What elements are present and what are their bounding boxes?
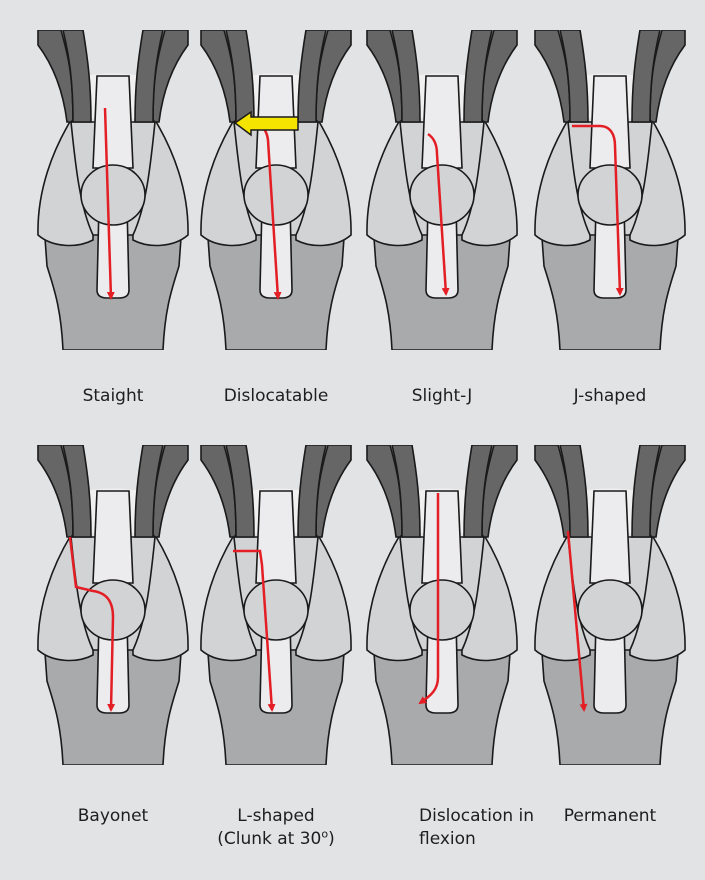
knee-anatomy [367, 30, 517, 350]
patella [578, 580, 642, 640]
knee-anatomy [201, 445, 351, 765]
panel-bayonet [33, 445, 193, 765]
caption-j-shaped: J-shaped [530, 385, 690, 408]
caption-dislocatable: Dislocatable [196, 385, 356, 408]
knee-diagram-straight [33, 30, 193, 350]
caption-slight-j: Slight-J [362, 385, 522, 408]
caption-l-shaped: L-shaped (Clunk at 30o) [196, 805, 356, 851]
panel-dislocatable [196, 30, 356, 350]
patella [244, 580, 308, 640]
caption-bayonet: Bayonet [33, 805, 193, 828]
label-dislocation-line-2: flexion [419, 828, 542, 851]
caption-straight: Staight [33, 385, 193, 408]
label-permanent: Permanent [530, 805, 690, 828]
knee-diagram-dislocatable [196, 30, 356, 350]
label-straight: Staight [33, 385, 193, 408]
panel-j-shaped [530, 30, 690, 350]
label-bayonet: Bayonet [33, 805, 193, 828]
patella [410, 580, 474, 640]
label-l-shaped-line-1: L-shaped [196, 805, 356, 828]
patella [578, 165, 642, 225]
knee-diagram-l-shaped [196, 445, 356, 765]
caption-permanent: Permanent [530, 805, 690, 828]
patellar-groove [590, 76, 630, 168]
patellar-groove [422, 491, 462, 583]
knee-diagram-permanent [530, 445, 690, 765]
patellar-groove [93, 491, 133, 583]
label-dislocation-line-1: Dislocation in [419, 805, 542, 828]
panel-permanent [530, 445, 690, 765]
patellar-groove [422, 76, 462, 168]
label-l-shaped-line-2: (Clunk at 30o) [196, 828, 356, 851]
panel-slight-j [362, 30, 522, 350]
knee-anatomy [367, 445, 517, 765]
patella [81, 165, 145, 225]
knee-anatomy [201, 30, 351, 350]
panel-straight [33, 30, 193, 350]
knee-diagram-dislocation-in-flexion [362, 445, 522, 765]
label-slight-j: Slight-J [362, 385, 522, 408]
knee-anatomy [38, 445, 188, 765]
label-j-shaped: J-shaped [530, 385, 690, 408]
knee-diagram-slight-j [362, 30, 522, 350]
patellar-groove [590, 491, 630, 583]
knee-anatomy [535, 30, 685, 350]
panel-l-shaped [196, 445, 356, 765]
knee-diagram-bayonet [33, 445, 193, 765]
patellar-groove [93, 76, 133, 168]
patella [244, 165, 308, 225]
knee-anatomy [535, 445, 685, 765]
label-l-shaped-closing: ) [328, 829, 335, 849]
knee-diagram-j-shaped [530, 30, 690, 350]
label-dislocatable: Dislocatable [196, 385, 356, 408]
caption-dislocation-in-flexion: Dislocation in flexion [362, 805, 542, 851]
knee-anatomy [38, 30, 188, 350]
label-l-shaped-text: (Clunk at 30 [217, 829, 321, 849]
panel-dislocation-in-flexion [362, 445, 522, 765]
